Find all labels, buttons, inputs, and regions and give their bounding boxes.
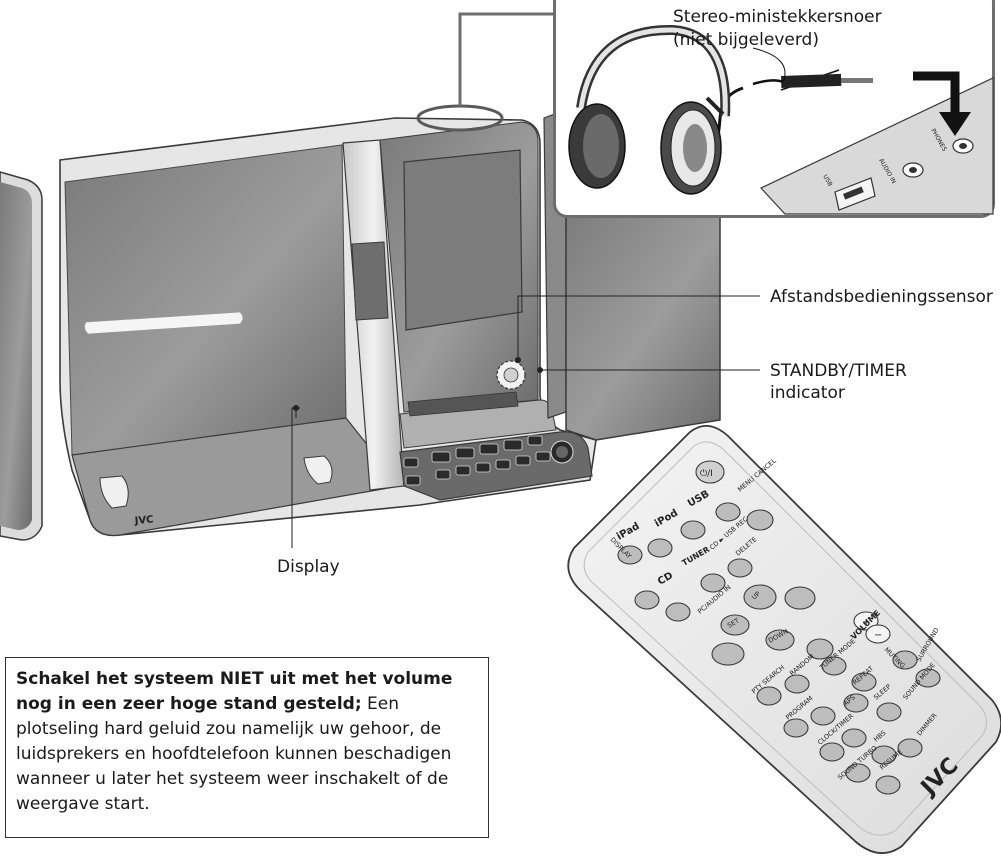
remote-label-plus: +: [862, 617, 870, 628]
cable-note-label: (niet bijgeleverd): [673, 30, 819, 50]
mini-plug-icon: [781, 73, 842, 88]
remote-label-up: UP: [750, 590, 762, 602]
warning-body-text: Een plotseling hard geluid zou namelijk …: [16, 694, 452, 814]
unit-brand-logo: JVC: [133, 514, 154, 527]
insert-arrow-icon: [913, 71, 960, 116]
main-unit: JVC: [59, 117, 597, 537]
standby-indicator-label: indicator: [770, 383, 845, 403]
cable-label: Stereo-ministekkersnoer: [673, 7, 882, 27]
remote-power-icon: ⏻/I: [700, 468, 713, 479]
right-speaker: [543, 111, 721, 441]
warning-box: Schakel het systeem NIET uit met het vol…: [5, 657, 489, 838]
display-label: Display: [277, 557, 340, 577]
unit-control-buttons: [403, 435, 551, 486]
left-speaker: [0, 171, 43, 541]
callout-lines: [291, 295, 760, 548]
standby-timer-label: STANDBY/TIMER: [770, 361, 907, 381]
warning-bold-text: Schakel het systeem NIET uit met het vol…: [16, 669, 453, 714]
remote-buttons: [617, 460, 941, 795]
headphones-icon: [568, 24, 731, 195]
remote-label-minus: −: [874, 630, 882, 641]
headphones-inset-svg: AUDIO IN PHONES USB: [568, 24, 994, 215]
sensor-label: Afstandsbedieningssensor: [770, 287, 993, 307]
